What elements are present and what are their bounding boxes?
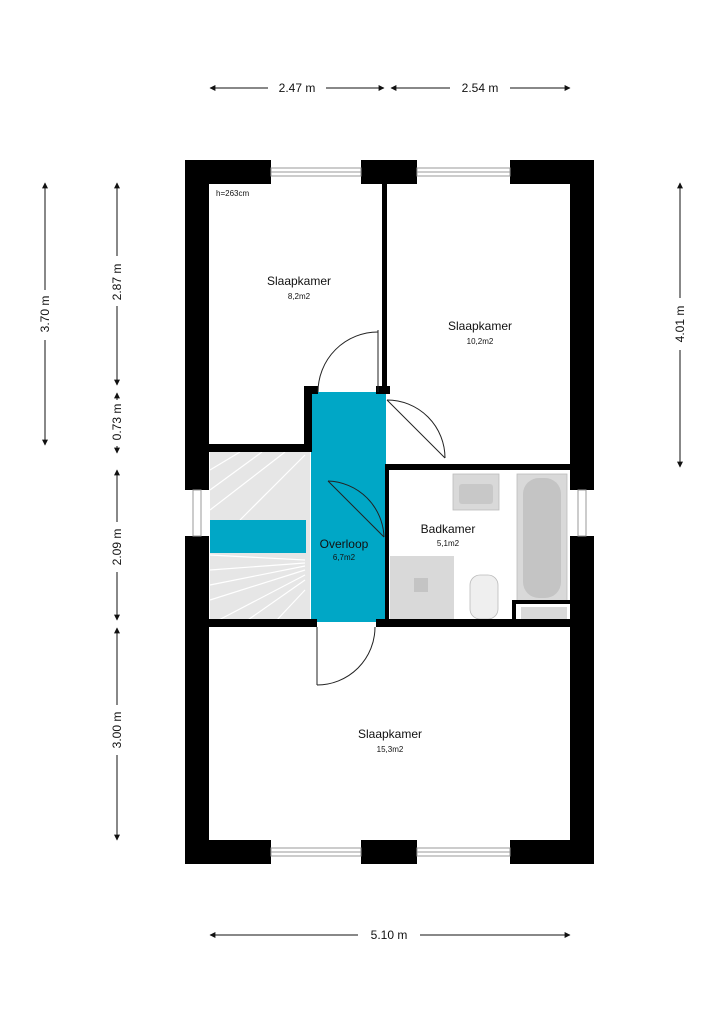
dimension-left-a: 2.87 m: [110, 182, 124, 386]
landing-name: Overloop: [320, 537, 369, 551]
dimension-top-right-label: 2.54 m: [462, 81, 499, 95]
bathroom-name: Badkamer: [421, 522, 476, 536]
bedroom-top-left-area: 8,2m2: [288, 292, 311, 301]
dimension-left-outer-label: 3.70 m: [38, 296, 52, 333]
dimension-left-d: 3.00 m: [110, 627, 124, 841]
dimension-right-label: 4.01 m: [673, 306, 687, 343]
dimension-left-c: 2.09 m: [110, 469, 124, 621]
dimension-right: 4.01 m: [673, 182, 687, 468]
landing-area: 6,7m2: [333, 553, 356, 562]
dimension-left-a-label: 2.87 m: [110, 264, 124, 301]
ceiling-height-note: h=263cm: [216, 189, 249, 198]
doors: [316, 330, 446, 686]
bathroom-fixtures: [390, 473, 568, 622]
walls: [185, 160, 594, 864]
dimension-top-left: 2.47 m: [209, 81, 385, 95]
dimension-left-c-label: 2.09 m: [110, 529, 124, 566]
dimension-top-right: 2.54 m: [390, 81, 571, 95]
toilet: [469, 574, 499, 620]
bedroom-top-right-area: 10,2m2: [467, 337, 494, 346]
bedroom-top-left-name: Slaapkamer: [267, 274, 331, 288]
dimension-left-b-label: 0.73 m: [110, 404, 124, 441]
bedroom-bottom-name: Slaapkamer: [358, 727, 422, 741]
dimension-bottom-label: 5.10 m: [371, 928, 408, 942]
dimension-left-outer: 3.70 m: [38, 182, 52, 446]
dimension-bottom: 5.10 m: [209, 928, 571, 942]
dimension-left-b: 0.73 m: [110, 392, 124, 454]
bathroom-area: 5,1m2: [437, 539, 460, 548]
dimension-top-left-label: 2.47 m: [279, 81, 316, 95]
landing-highlight: [311, 392, 386, 622]
windows: [192, 167, 587, 857]
dimension-left-d-label: 3.00 m: [110, 712, 124, 749]
stair-highlight: [210, 520, 306, 553]
bedroom-bottom-area: 15,3m2: [377, 745, 404, 754]
bedroom-top-right-name: Slaapkamer: [448, 319, 512, 333]
